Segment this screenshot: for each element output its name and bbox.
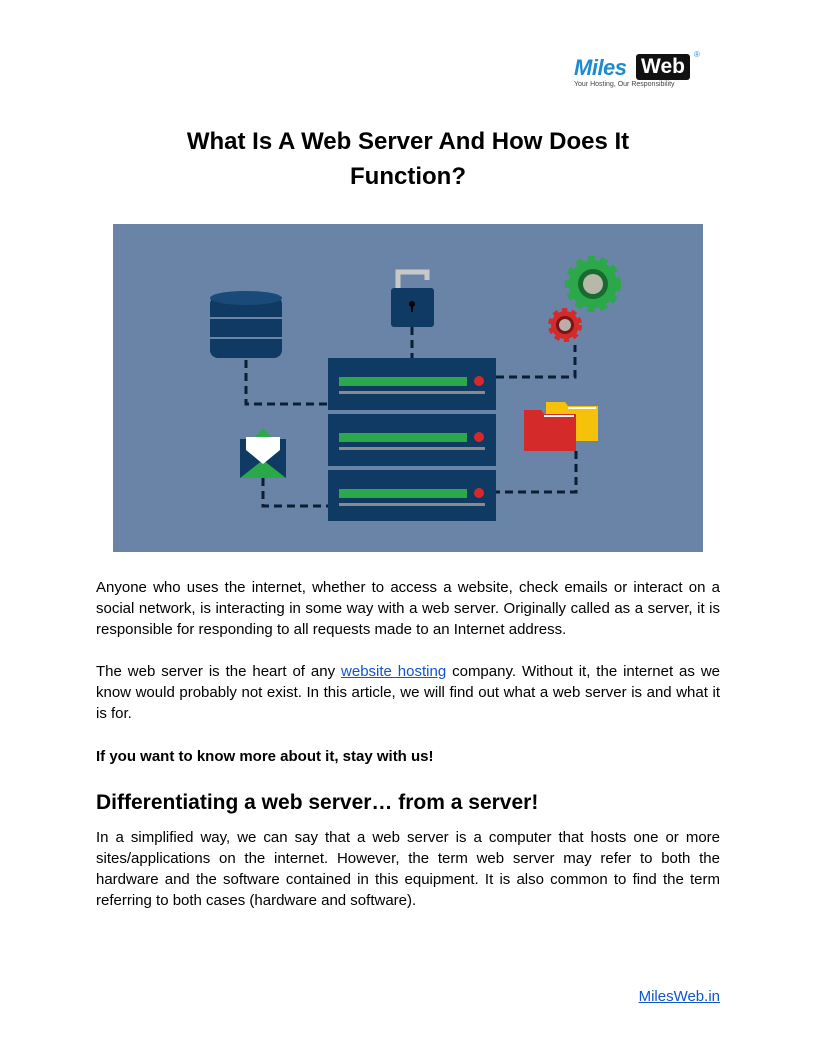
logo-registered-mark: ® bbox=[694, 50, 700, 59]
connection-lines bbox=[244, 327, 578, 508]
section-heading: Differentiating a web server… from a ser… bbox=[96, 791, 539, 814]
envelope-icon bbox=[240, 428, 286, 478]
intro-paragraph: Anyone who uses the internet, whether to… bbox=[96, 579, 720, 638]
bold-callout: If you want to know more about it, stay … bbox=[96, 748, 434, 765]
web-server-paragraph: The web server is the heart of any websi… bbox=[96, 661, 720, 724]
folders-icon bbox=[524, 402, 598, 451]
logo-miles: Miles bbox=[574, 55, 627, 80]
gears-icon bbox=[548, 256, 621, 342]
p2-text-after: company. Without it, the internet as we … bbox=[96, 663, 720, 722]
page-title: What Is A Web Server And How Does It Fun… bbox=[186, 128, 630, 190]
footer-link[interactable]: MilesWeb.in bbox=[638, 988, 720, 1005]
server-rack-icon bbox=[328, 358, 496, 521]
lock-icon bbox=[391, 269, 434, 327]
logo-web: Web bbox=[636, 54, 690, 80]
database-icon bbox=[210, 291, 282, 358]
milesweb-logo: Miles Web ® Your Hosting, Our Responsibi… bbox=[572, 50, 707, 92]
web-server-illustration bbox=[113, 224, 703, 552]
section-paragraph: In a simplified way, we can say that a w… bbox=[96, 829, 720, 909]
logo-tagline: Your Hosting, Our Responsibility bbox=[574, 81, 675, 88]
website-hosting-link[interactable]: website hosting bbox=[341, 663, 447, 680]
p2-text-before: The web server is the heart of any bbox=[96, 663, 342, 680]
